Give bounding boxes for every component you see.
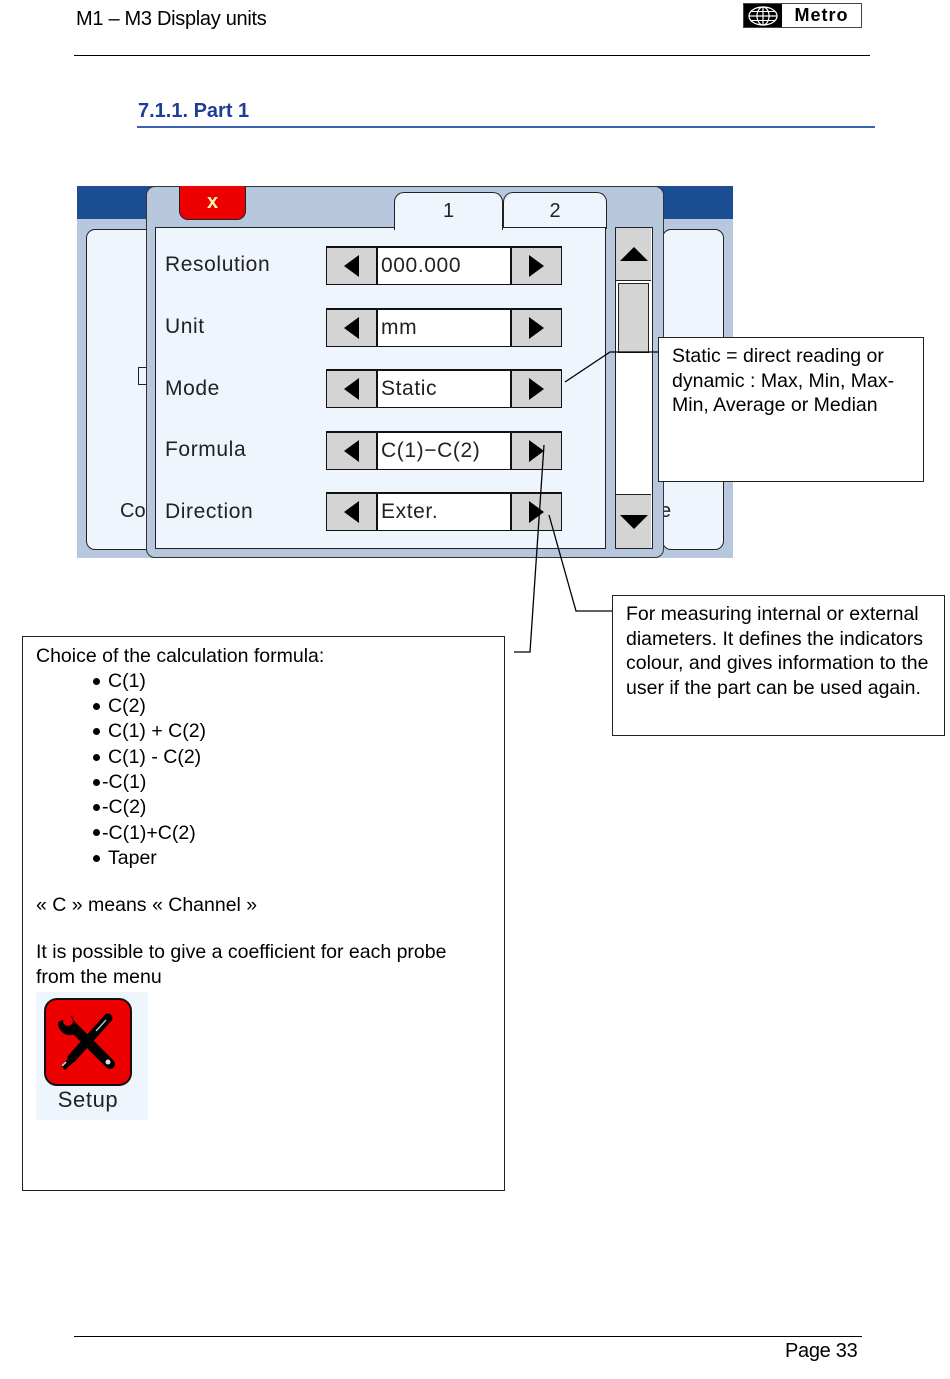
globe-icon: [744, 4, 782, 27]
setup-label: Setup: [57, 1087, 119, 1112]
metro-logo: Metro: [743, 3, 862, 28]
arrow-down-icon: [619, 514, 648, 529]
background-text-fragment: Co: [120, 500, 146, 522]
bullet-icon: [93, 677, 100, 685]
direction-label: Direction: [165, 500, 254, 523]
part-settings-dialog: x 1 2 Resolution 000.000 Unit mm Mode St…: [146, 186, 664, 558]
section-title: 7.1.1. Part 1: [138, 100, 250, 122]
resolution-value: 000.000: [377, 246, 511, 285]
unit-label: Unit: [165, 315, 205, 338]
formula-option-text: C(1) + C(2): [108, 720, 207, 743]
bullet-icon: [93, 804, 100, 812]
formula-option: Taper: [93, 846, 504, 871]
formula-option-text: C(1): [108, 669, 146, 692]
tab-2[interactable]: 2: [503, 192, 607, 229]
formula-option: C(2): [93, 694, 504, 719]
formula-option-text: C(1) - C(2): [108, 745, 202, 768]
section-title-underline: [137, 126, 875, 128]
formula-next-button[interactable]: [511, 431, 562, 470]
arrow-left-icon: [344, 501, 359, 523]
bullet-icon: [93, 854, 100, 862]
arrow-left-icon: [344, 440, 359, 462]
formula-option: -C(1)+C(2): [93, 820, 504, 845]
formula-option-text: -C(2): [102, 796, 147, 819]
bullet-icon: [93, 702, 100, 710]
mode-label: Mode: [165, 377, 220, 400]
scroll-up-button[interactable]: [616, 228, 651, 281]
page-number: Page 33: [785, 1340, 858, 1362]
scroll-down-button[interactable]: [616, 494, 651, 548]
scrollbar[interactable]: [615, 227, 653, 549]
header-divider: [74, 55, 870, 56]
formula-intro: Choice of the calculation formula:: [36, 645, 325, 667]
unit-prev-button[interactable]: [326, 308, 377, 347]
formula-option: C(1): [93, 669, 504, 694]
arrow-left-icon: [344, 317, 359, 339]
arrow-right-icon: [529, 378, 544, 400]
formula-option-text: C(2): [108, 695, 146, 718]
formula-option: -C(1): [93, 770, 504, 795]
mode-value: Static: [377, 369, 511, 408]
resolution-next-button[interactable]: [511, 246, 562, 285]
scrollbar-thumb[interactable]: [618, 283, 649, 353]
formula-callout: Choice of the calculation formula: C(1) …: [22, 636, 505, 1191]
mode-prev-button[interactable]: [326, 369, 377, 408]
formula-option: C(1) - C(2): [93, 744, 504, 769]
mode-next-button[interactable]: [511, 369, 562, 408]
formula-option: -C(2): [93, 795, 504, 820]
direction-prev-button[interactable]: [326, 492, 377, 531]
formula-option-text: Taper: [108, 846, 157, 869]
formula-option-text: -C(1): [102, 771, 147, 794]
arrow-right-icon: [529, 440, 544, 462]
setup-tools-icon: [44, 998, 132, 1086]
arrow-right-icon: [529, 317, 544, 339]
arrow-up-icon: [619, 247, 648, 261]
direction-callout: For measuring internal or external diame…: [612, 595, 945, 736]
direction-next-button[interactable]: [511, 492, 562, 531]
logo-text: Metro: [782, 4, 861, 27]
document-header-title: M1 – M3 Display units: [76, 8, 267, 30]
arrow-right-icon: [529, 501, 544, 523]
arrow-right-icon: [529, 255, 544, 277]
resolution-label: Resolution: [165, 253, 271, 276]
resolution-prev-button[interactable]: [326, 246, 377, 285]
footer-divider: [74, 1336, 862, 1337]
direction-value: Exter.: [377, 492, 511, 531]
formula-prev-button[interactable]: [326, 431, 377, 470]
formula-label: Formula: [165, 438, 247, 461]
mode-callout: Static = direct reading or dynamic : Max…: [658, 337, 924, 482]
formula-value: C(1)−C(2): [377, 431, 511, 470]
setup-menu-button[interactable]: Setup: [36, 992, 148, 1120]
formula-option: C(1) + C(2): [93, 719, 504, 744]
bullet-icon: [93, 829, 100, 837]
close-button[interactable]: x: [179, 186, 246, 220]
background-text-fragment: e: [660, 500, 672, 522]
channel-note: « C » means « Channel »: [36, 893, 258, 916]
formula-options-list: C(1) C(2) C(1) + C(2) C(1) - C(2) -C(1) …: [36, 669, 504, 871]
bullet-icon: [93, 753, 100, 761]
arrow-left-icon: [344, 378, 359, 400]
bullet-icon: [93, 728, 100, 736]
direction-callout-text: For measuring internal or external diame…: [626, 603, 929, 699]
settings-content: Resolution 000.000 Unit mm Mode Static F…: [155, 227, 606, 549]
bullet-icon: [93, 778, 100, 786]
unit-next-button[interactable]: [511, 308, 562, 347]
unit-value: mm: [377, 308, 511, 347]
coefficient-note: It is possible to give a coefficient for…: [36, 941, 447, 988]
formula-option-text: -C(1)+C(2): [102, 821, 196, 844]
tab-1[interactable]: 1: [394, 192, 503, 230]
arrow-left-icon: [344, 255, 359, 277]
mode-callout-text: Static = direct reading or dynamic : Max…: [672, 345, 895, 416]
